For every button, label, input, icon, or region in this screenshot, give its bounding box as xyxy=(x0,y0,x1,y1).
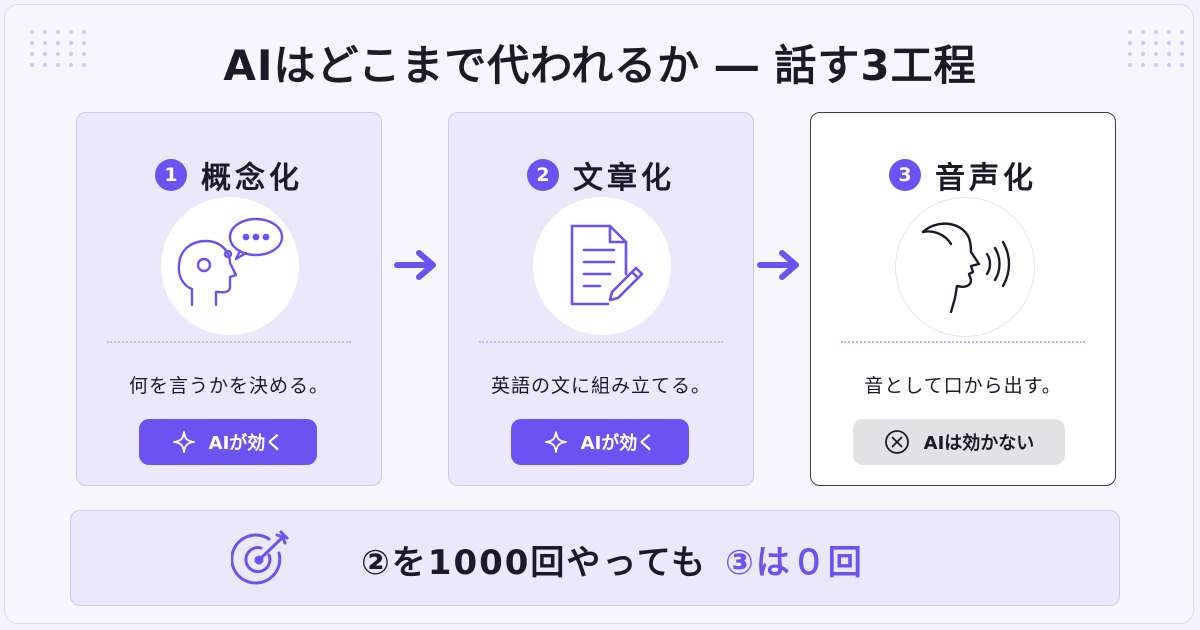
badge-label: AIが効く xyxy=(208,433,284,454)
dotted-divider xyxy=(107,341,351,343)
arrow-right-icon xyxy=(394,250,436,280)
decorative-dots-left xyxy=(30,30,88,67)
conclusion-banner: ②を1000回やっても ③は０回 xyxy=(70,510,1120,606)
arrow-right-icon xyxy=(757,250,799,280)
step-header: 1 概念化 xyxy=(77,153,381,197)
step-illustration xyxy=(533,197,671,335)
target-icon xyxy=(231,530,289,585)
conclusion-accent: ③は０回 xyxy=(725,543,864,583)
step-name: 文章化 xyxy=(573,161,675,196)
step-illustration xyxy=(161,197,299,335)
document-pencil-icon xyxy=(570,224,644,306)
step-header: 3 音声化 xyxy=(811,153,1115,197)
badge-label: AIが効く xyxy=(580,433,656,454)
conclusion-text: ②を1000回やっても ③は０回 xyxy=(361,535,864,584)
step-number-badge: 3 xyxy=(889,159,921,191)
step-card-vocalization: 3 音声化 音として口から出す。 AIは効かない xyxy=(810,112,1116,486)
head-thought-bubble-icon xyxy=(177,217,284,307)
step-description: 何を言うかを決める。 xyxy=(128,375,329,397)
dotted-divider xyxy=(479,341,723,343)
step-name: 音声化 xyxy=(935,161,1037,196)
step-description: 音として口から出す。 xyxy=(864,375,1062,397)
step-name: 概念化 xyxy=(201,161,303,196)
cross-circle-icon xyxy=(884,430,909,454)
decorative-dots-right xyxy=(1128,30,1186,67)
step-number-badge: 1 xyxy=(155,159,187,191)
step-number-badge: 2 xyxy=(527,159,559,191)
step-card-sentence-building: 2 文章化 英語の文に組み立てる。 AIが効く xyxy=(448,112,754,486)
ai-effective-badge: AIが効く xyxy=(511,419,689,465)
page-title: AIはどこまで代われるか ― 話す3工程 xyxy=(223,41,977,90)
step-illustration xyxy=(895,197,1035,337)
dotted-divider xyxy=(841,341,1085,343)
badge-label: AIは効かない xyxy=(923,433,1035,454)
ai-not-effective-badge: AIは効かない xyxy=(853,419,1065,465)
step-description: 英語の文に組み立てる。 xyxy=(490,375,711,397)
speaking-face-icon xyxy=(921,222,1011,314)
step-card-conceptualize: 1 概念化 何を言うかを決める。 AIが効く xyxy=(76,112,382,486)
conclusion-main: ②を1000回やっても xyxy=(361,543,708,583)
step-header: 2 文章化 xyxy=(449,153,753,197)
sparkle-icon xyxy=(172,431,195,453)
sparkle-icon xyxy=(544,431,567,453)
ai-effective-badge: AIが効く xyxy=(139,419,317,465)
